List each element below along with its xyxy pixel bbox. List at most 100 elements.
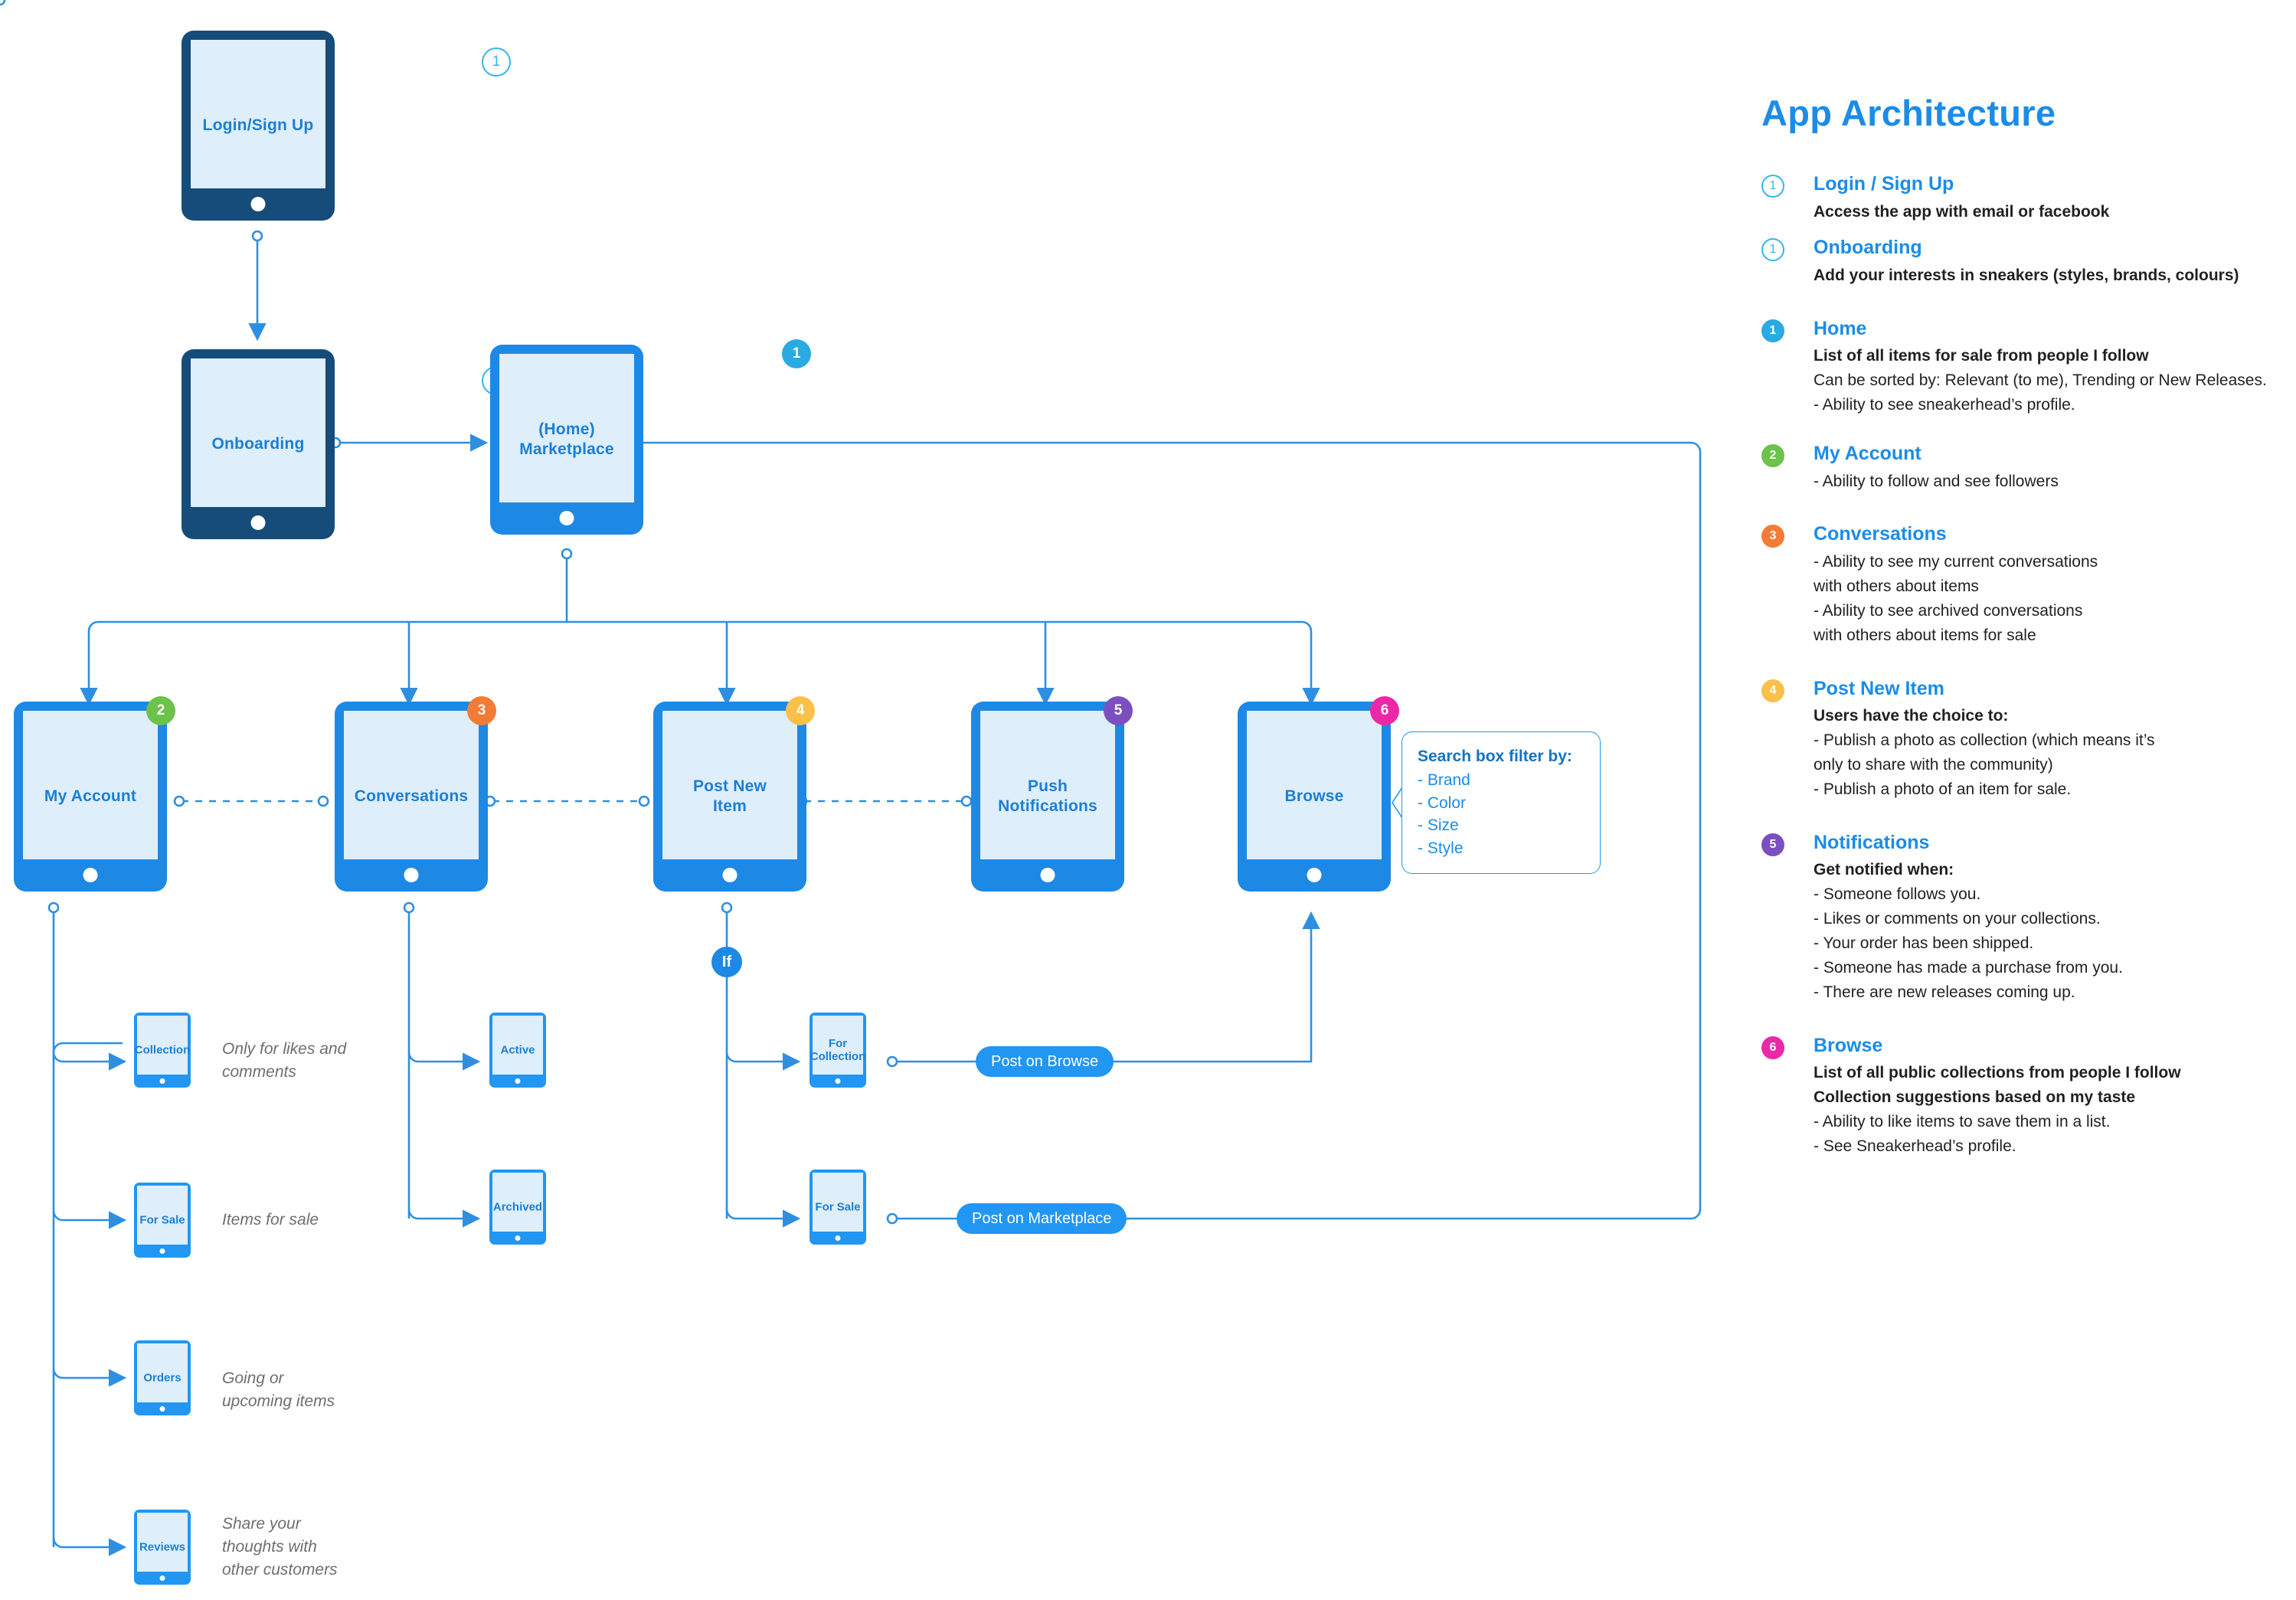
legend-item-line: with others about items for sale xyxy=(1814,626,2036,644)
legend-item-line: - Likes or comments on your collections. xyxy=(1814,910,2101,928)
legend-item-line: - Someone follows you. xyxy=(1814,885,1981,904)
device-onboarding[interactable]: Onboarding 1 xyxy=(182,349,511,539)
device-browse[interactable]: Browse 6 xyxy=(1238,696,1399,892)
legend-badge: 2 xyxy=(1761,444,1784,468)
home-button-icon xyxy=(250,515,266,530)
device-badge: 5 xyxy=(1104,696,1133,725)
phone-screen xyxy=(813,1016,863,1075)
legend-item-line: - Ability to follow and see followers xyxy=(1814,472,2059,490)
phone-label: Reviews xyxy=(139,1540,186,1554)
home-button-icon xyxy=(559,511,574,525)
callout-option: - Size xyxy=(1418,816,1459,835)
legend-badge: 1 xyxy=(1761,319,1784,342)
home-button-icon xyxy=(83,868,98,882)
legend-badge: 6 xyxy=(1761,1036,1784,1059)
device-marketplace[interactable]: (Home)Marketplace 1 xyxy=(490,339,811,535)
legend-item-line: - See Sneakerhead’s profile. xyxy=(1814,1137,2016,1155)
callout-notch-icon xyxy=(1392,787,1402,819)
legend-panel: App Architecture 1 Login / Sign Up Access … xyxy=(1761,92,2267,1159)
home-button-icon xyxy=(159,1078,165,1084)
legend-title: App Architecture xyxy=(1761,93,2056,133)
phone-active[interactable]: Active xyxy=(489,1013,546,1088)
device-label: Login/Sign Up xyxy=(202,116,314,134)
legend-item-line: - Ability to see archived conversations xyxy=(1814,601,2083,620)
legend-item-line: Collection suggestions based on my taste xyxy=(1814,1088,2136,1107)
phone-orders[interactable]: Orders xyxy=(134,1340,191,1415)
phone-screen xyxy=(137,1186,188,1245)
legend-item-title: Login / Sign Up xyxy=(1814,173,1954,195)
phone-for-sale-account[interactable]: For Sale xyxy=(134,1183,191,1258)
device-screen xyxy=(499,354,634,502)
search-filter-callout: Search box filter by: - Brand - Color - … xyxy=(1392,731,1601,875)
device-label: Browse xyxy=(1284,787,1344,805)
device-login-signup[interactable]: Login/Sign Up 1 xyxy=(182,31,511,221)
legend-badge: 1 xyxy=(1761,238,1784,262)
phone-label: For Sale xyxy=(815,1200,861,1214)
device-badge: 2 xyxy=(146,696,175,725)
home-button-icon xyxy=(1307,868,1322,882)
legend-badge: 5 xyxy=(1761,833,1784,856)
phone-label: Archived xyxy=(492,1200,543,1214)
phone-screen xyxy=(492,1173,543,1232)
legend-item-line: Access the app with email or facebook xyxy=(1814,202,2110,221)
home-button-icon xyxy=(250,197,266,211)
device-conversations[interactable]: Conversations 3 xyxy=(335,696,496,892)
device-my-account[interactable]: My Account 2 xyxy=(14,696,175,892)
pill-post-on-browse: Post on Browse xyxy=(976,1046,1114,1077)
home-button-icon xyxy=(515,1078,521,1084)
device-badge: 3 xyxy=(467,696,496,725)
home-button-icon xyxy=(835,1078,841,1084)
phone-archived[interactable]: Archived xyxy=(489,1170,546,1245)
phone-label: Collection xyxy=(134,1043,191,1057)
phone-label: Orders xyxy=(143,1371,182,1385)
device-badge: 1 xyxy=(482,47,511,77)
legend-item-line: - Publish a photo as collection (which m… xyxy=(1814,731,2155,749)
phone-for-sale-post[interactable]: For Sale xyxy=(809,1170,866,1245)
device-screen xyxy=(191,358,325,507)
legend-item-line: Add your interests in sneakers (styles, … xyxy=(1814,266,2239,284)
legend-item-line: - Ability to see sneakerhead’s profile. xyxy=(1814,396,2075,414)
callout-option: - Style xyxy=(1418,839,1464,858)
device-screen xyxy=(23,711,158,859)
legend-item-line: - There are new releases coming up. xyxy=(1814,983,2075,1001)
device-label: Conversations xyxy=(354,787,469,805)
callout-option: - Color xyxy=(1418,793,1467,812)
device-screen xyxy=(344,711,479,859)
phone-label: Active xyxy=(500,1043,535,1057)
home-button-icon xyxy=(722,868,738,882)
note-for-sale: Items for sale xyxy=(222,1211,319,1229)
phone-collection[interactable]: Collection xyxy=(134,1013,191,1088)
callout-title: Search box filter by: xyxy=(1418,748,1572,765)
phone-label: For Sale xyxy=(139,1213,185,1227)
legend-item-line: only to share with the community) xyxy=(1814,755,2053,774)
home-button-icon xyxy=(159,1406,165,1412)
device-label: My Account xyxy=(44,787,137,805)
legend-item-line: List of all public collections from peop… xyxy=(1814,1064,2181,1082)
legend-badge: 3 xyxy=(1761,525,1784,548)
legend-item-line: Can be sorted by: Relevant (to me), Tren… xyxy=(1814,371,2267,390)
legend-badge: 1 xyxy=(1761,175,1784,198)
phone-reviews[interactable]: Reviews xyxy=(134,1510,191,1585)
legend-item-line: - Publish a photo of an item for sale. xyxy=(1814,780,2072,798)
device-screen xyxy=(980,711,1115,859)
device-screen xyxy=(191,40,325,188)
legend-item-login-sign-up: 1 Login / Sign Up Access the app with emai… xyxy=(1761,173,2267,224)
legend-badge: 4 xyxy=(1761,679,1784,702)
legend-item-title: Onboarding xyxy=(1814,237,1922,259)
home-button-icon xyxy=(1040,868,1055,882)
pill-post-on-marketplace: Post on Marketplace xyxy=(957,1203,1127,1234)
legend-item-line: - Ability to see my current conversation… xyxy=(1814,552,2098,571)
